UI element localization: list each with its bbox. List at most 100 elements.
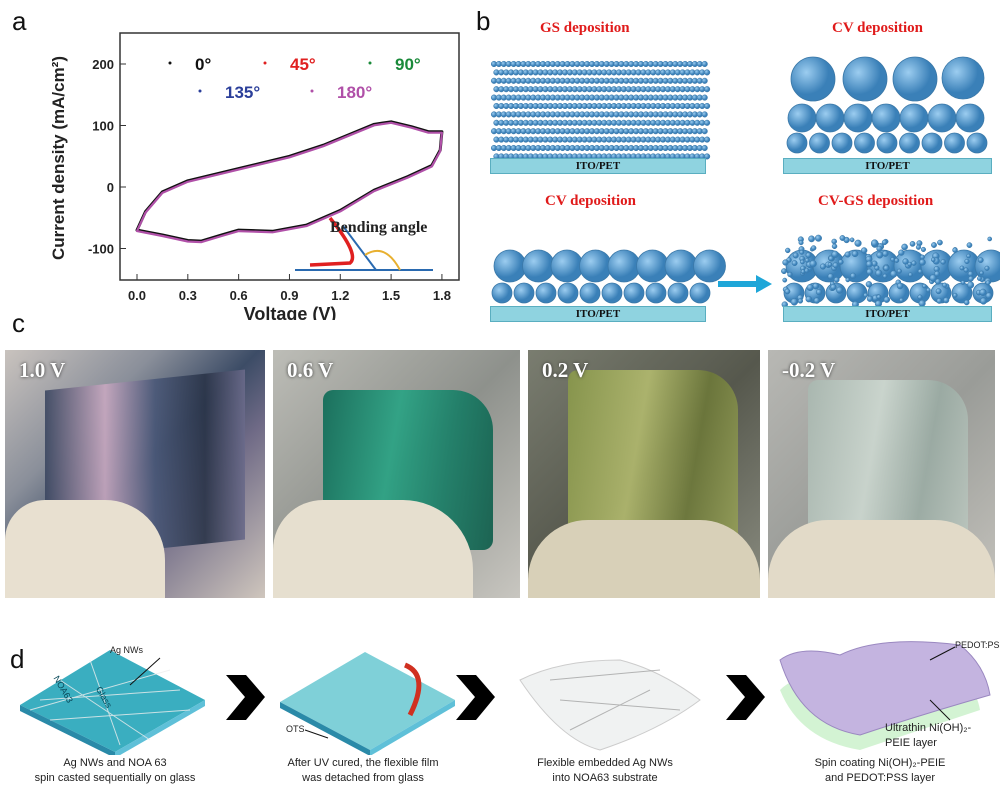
particle bbox=[881, 239, 888, 246]
particle bbox=[493, 249, 527, 283]
gloved-hand bbox=[273, 500, 473, 598]
particle bbox=[701, 77, 708, 84]
particle bbox=[979, 297, 988, 305]
particle bbox=[908, 272, 913, 278]
legend-marker bbox=[368, 61, 372, 65]
particle bbox=[963, 299, 970, 306]
particle bbox=[917, 269, 923, 274]
particle bbox=[883, 296, 891, 303]
legend-label: 0° bbox=[195, 55, 211, 74]
particle bbox=[931, 257, 936, 263]
particle bbox=[815, 289, 823, 296]
particle bbox=[491, 282, 513, 304]
particle bbox=[915, 244, 922, 250]
particle bbox=[845, 277, 851, 283]
particle bbox=[799, 249, 805, 255]
particle bbox=[704, 119, 711, 126]
particle bbox=[876, 251, 884, 259]
particle bbox=[899, 297, 904, 303]
caption-line: was detached from glass bbox=[302, 772, 424, 784]
series-180deg bbox=[135, 121, 443, 244]
particle bbox=[863, 292, 869, 298]
particle bbox=[846, 282, 868, 304]
fabrication-process-illustration bbox=[20, 641, 991, 755]
particle bbox=[987, 236, 992, 242]
caption-line: Spin coating Ni(OH)₂-PEIE bbox=[814, 757, 946, 769]
particle bbox=[701, 60, 708, 68]
particle bbox=[827, 262, 833, 267]
inset-angle-arc bbox=[364, 250, 401, 271]
particle bbox=[985, 280, 991, 286]
y-tick-label: 0 bbox=[107, 180, 114, 195]
particle bbox=[968, 275, 974, 282]
gs-deposition-title: GS deposition bbox=[540, 20, 630, 36]
particle bbox=[693, 249, 726, 283]
particle bbox=[804, 257, 810, 263]
particle bbox=[833, 276, 840, 283]
particle bbox=[636, 249, 669, 283]
particle bbox=[894, 257, 900, 263]
particle bbox=[843, 103, 873, 133]
particle bbox=[849, 237, 855, 243]
particle bbox=[890, 257, 895, 262]
particle bbox=[689, 282, 711, 304]
particle bbox=[937, 239, 943, 246]
particle bbox=[601, 282, 623, 304]
particle bbox=[838, 259, 844, 265]
particle bbox=[782, 259, 789, 266]
particle bbox=[882, 250, 889, 257]
caption-line: into NOA63 substrate bbox=[552, 772, 658, 784]
panel-label-d: d bbox=[10, 644, 25, 674]
x-tick-label: 1.8 bbox=[433, 288, 451, 303]
arrow-right-icon bbox=[726, 675, 765, 720]
particle bbox=[977, 257, 984, 264]
particle bbox=[917, 294, 923, 300]
caption-line: Ag NWs and NOA 63 bbox=[63, 757, 167, 769]
photo-0.2v: 0.2 V bbox=[528, 350, 760, 598]
particle bbox=[550, 249, 584, 283]
particle bbox=[842, 56, 888, 102]
inset-bent-line bbox=[342, 225, 377, 271]
particle bbox=[808, 235, 815, 243]
particle bbox=[977, 276, 982, 281]
particle bbox=[805, 295, 813, 303]
particle bbox=[797, 298, 804, 304]
particle bbox=[942, 282, 948, 288]
arrow-right-icon bbox=[718, 275, 772, 293]
x-tick-label: 1.2 bbox=[331, 288, 349, 303]
particle bbox=[876, 294, 882, 300]
cvgs-deposition-title: CV-GS deposition bbox=[818, 193, 934, 209]
particle bbox=[854, 132, 875, 154]
particle bbox=[704, 102, 711, 110]
particle bbox=[934, 270, 941, 277]
particle bbox=[809, 260, 817, 268]
particle bbox=[787, 103, 817, 133]
particle bbox=[882, 273, 888, 279]
particle bbox=[790, 298, 799, 306]
particle bbox=[955, 103, 985, 133]
particle bbox=[701, 128, 708, 135]
particle bbox=[850, 272, 857, 279]
particle bbox=[785, 247, 791, 254]
y-tick-label: -100 bbox=[88, 242, 114, 257]
particle bbox=[791, 260, 798, 267]
particle bbox=[832, 262, 839, 269]
particle bbox=[830, 283, 837, 291]
particle bbox=[645, 282, 667, 304]
particle bbox=[828, 255, 834, 262]
nioh-note-1: Ultrathin Ni(OH)₂- bbox=[885, 722, 972, 734]
particle bbox=[902, 258, 909, 265]
particle bbox=[704, 153, 711, 160]
photo-0.6v: 0.6 V bbox=[273, 350, 520, 598]
particle bbox=[922, 283, 927, 289]
y-axis-label: Current density (mA/cm²) bbox=[49, 56, 68, 260]
particle bbox=[984, 265, 990, 271]
particle bbox=[844, 251, 851, 258]
particle bbox=[813, 297, 820, 304]
particle bbox=[704, 136, 711, 143]
particle bbox=[701, 94, 708, 101]
photo-neg0.2v: -0.2 V bbox=[768, 350, 995, 598]
legend-marker bbox=[198, 89, 202, 93]
